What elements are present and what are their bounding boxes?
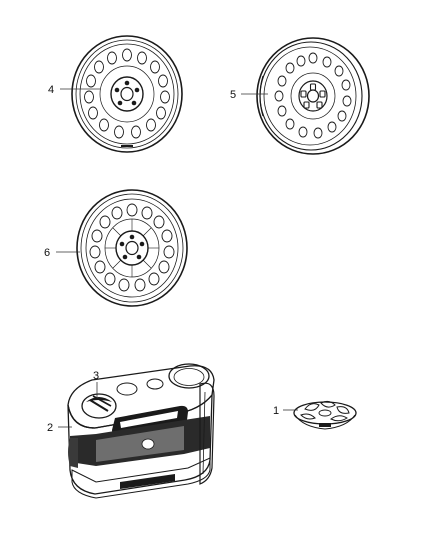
- callout-6: 6: [44, 247, 50, 259]
- steel-wheel-4: [71, 35, 183, 153]
- center-cap: [293, 400, 357, 430]
- callout-4: 4: [48, 84, 54, 96]
- callout-2: 2: [47, 422, 53, 434]
- tire-inflator-kit: [67, 363, 215, 499]
- leader-lines: [56, 88, 298, 428]
- steel-wheel-5: [256, 37, 370, 155]
- callout-3: 3: [93, 370, 99, 382]
- inflator-cap: [81, 393, 117, 419]
- callout-1: 1: [273, 405, 279, 417]
- steel-wheel-6: [76, 189, 188, 307]
- callout-5: 5: [230, 89, 236, 101]
